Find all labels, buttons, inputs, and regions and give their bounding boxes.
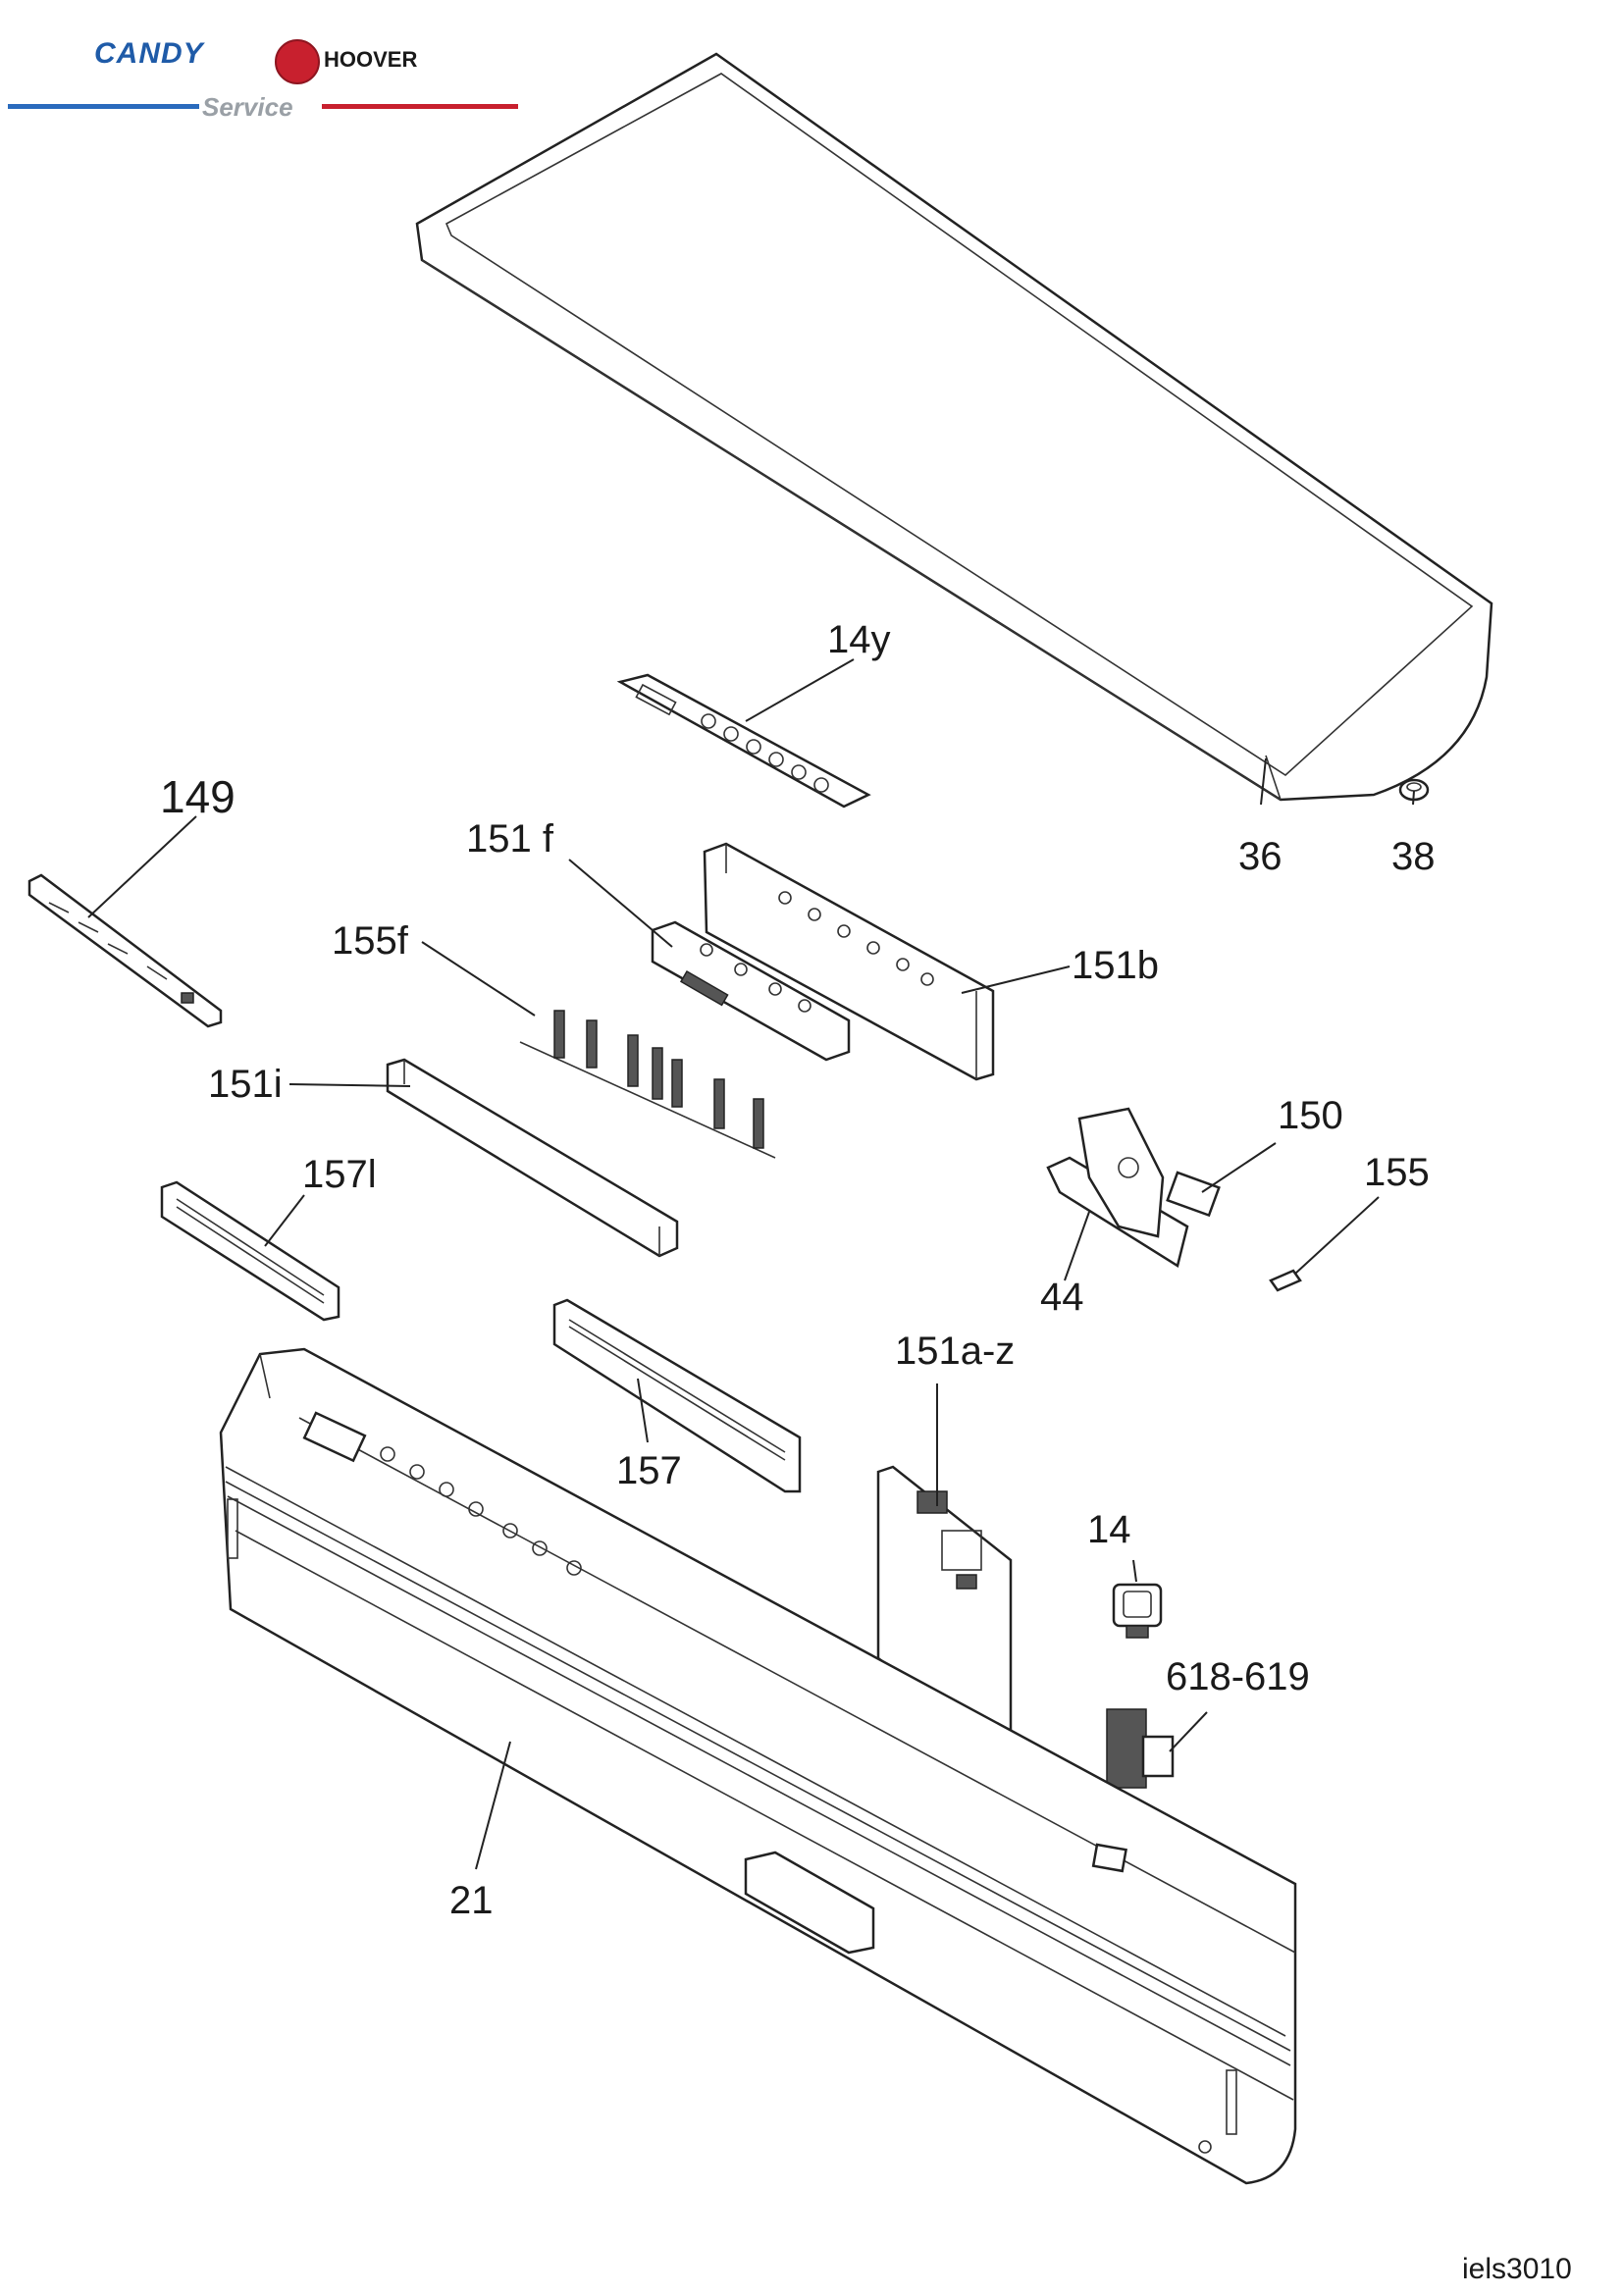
callout-155: 155: [1364, 1151, 1430, 1194]
service-divider-red: [322, 104, 518, 109]
worktop-panel-36: [415, 52, 1493, 802]
fascia-bracket-151b: [703, 842, 995, 1081]
door-lock-44: [1046, 1107, 1189, 1268]
candy-logo: CANDY: [94, 37, 204, 70]
callout-14: 14: [1087, 1508, 1131, 1551]
service-divider: [8, 104, 518, 110]
service-label: Service: [202, 92, 293, 122]
hoover-logo: HOOVER: [324, 47, 418, 72]
flat-cable-157l: [160, 1180, 340, 1322]
drawing-reference-code: iels3010: [1462, 2253, 1572, 2285]
brand-header: CANDY HOOVER Service: [0, 0, 550, 128]
window-cover-151i: [386, 1058, 679, 1258]
light-pipes-155f: [519, 1010, 776, 1159]
callout-36: 36: [1238, 835, 1283, 878]
push-button-14: [1112, 1583, 1163, 1639]
hoover-badge-icon: [275, 39, 320, 84]
callout-618-619: 618-619: [1166, 1655, 1310, 1698]
callout-14y: 14y: [827, 618, 891, 661]
button-board-151f: [651, 920, 851, 1062]
callout-151f: 151 f: [466, 817, 554, 861]
main-switch-618-619: [1106, 1708, 1175, 1789]
control-board-149: [27, 873, 223, 1028]
callout-21: 21: [449, 1879, 494, 1922]
callout-151b: 151b: [1072, 944, 1159, 987]
callout-labels: 14y 149 151 f 36 38 155f 151b 151i 150 1…: [160, 618, 1436, 1922]
flat-cable-157: [552, 1298, 802, 1493]
callout-150: 150: [1278, 1094, 1343, 1137]
callout-151a-z: 151a-z: [895, 1330, 1015, 1373]
lamp-155: [1269, 1269, 1302, 1292]
callout-149: 149: [160, 771, 236, 822]
keypad-strip-14y: [616, 673, 871, 809]
control-panel-fascia-21: [219, 1347, 1297, 2185]
callout-155f: 155f: [332, 919, 409, 963]
callout-157: 157: [616, 1449, 682, 1492]
micro-switch-150: [1166, 1171, 1221, 1218]
callout-151i: 151i: [208, 1063, 283, 1106]
service-divider-blue: [8, 104, 199, 109]
leader-lines: [87, 658, 1415, 1870]
callout-38: 38: [1391, 835, 1436, 878]
callout-157l: 157l: [302, 1153, 377, 1196]
callout-44: 44: [1040, 1276, 1084, 1319]
